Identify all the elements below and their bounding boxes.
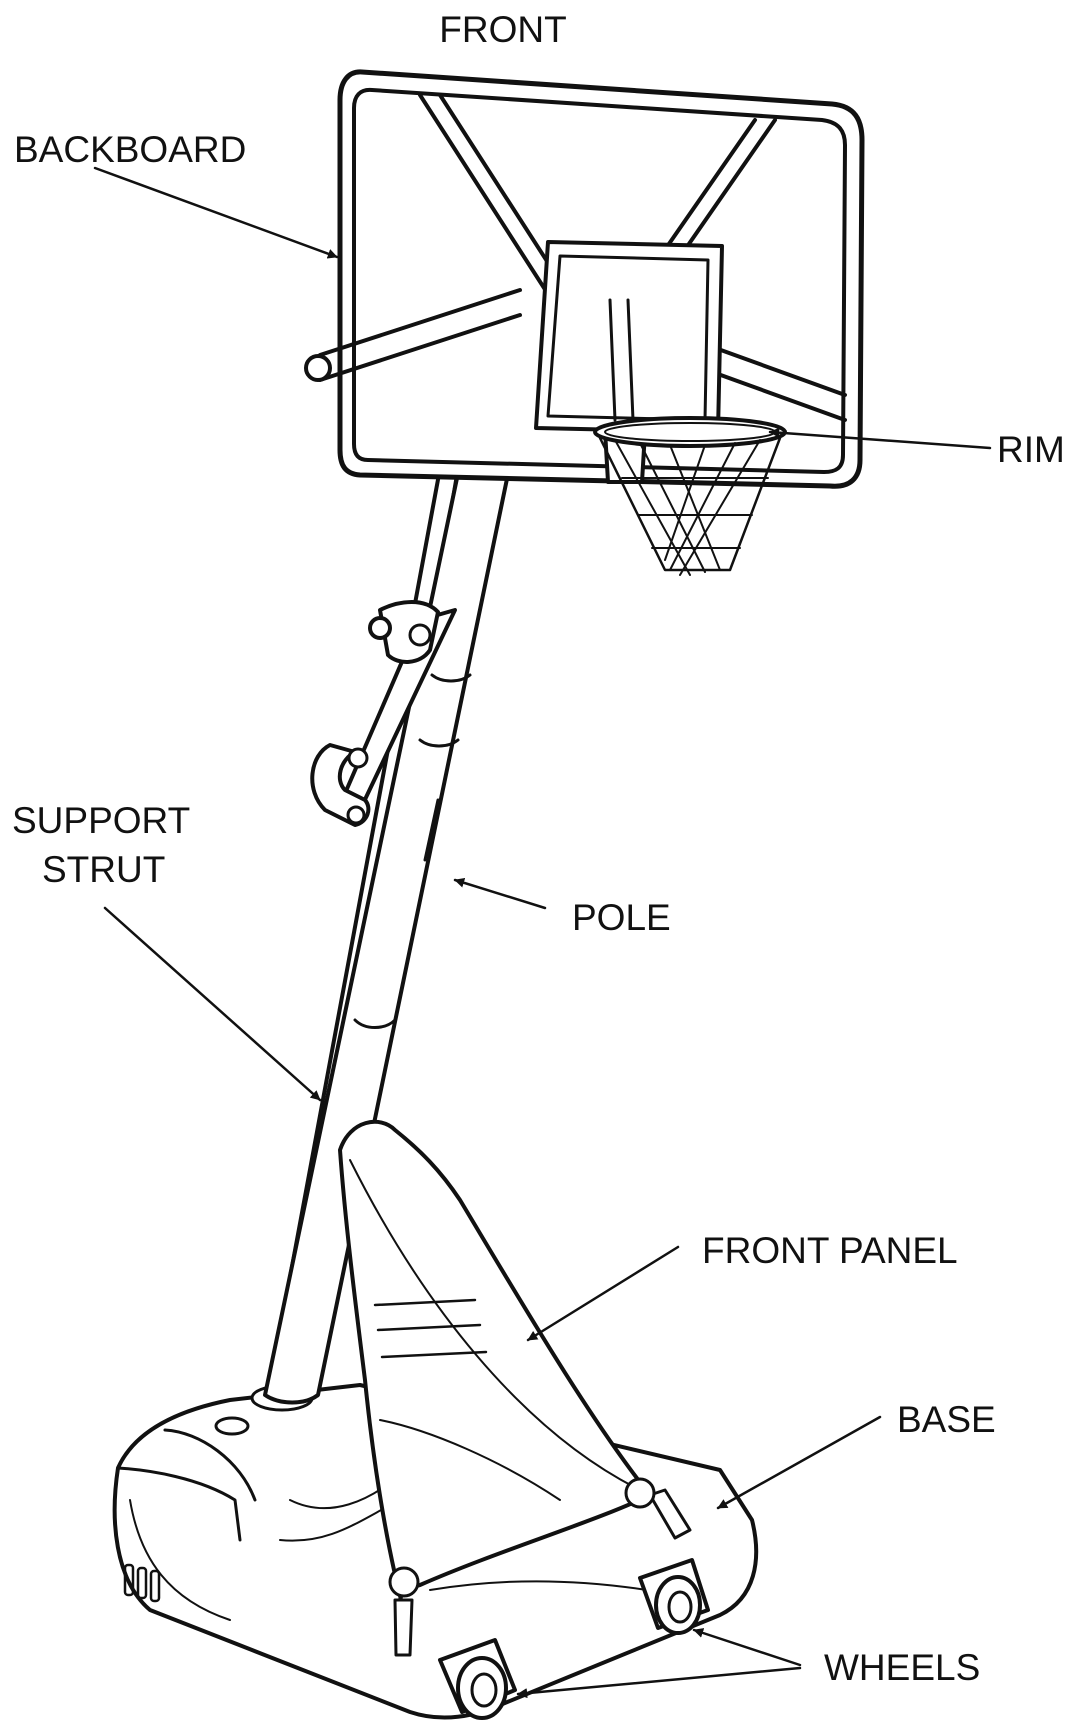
- backboard-callout-arrow: [93, 166, 339, 259]
- diagram-title: FRONT: [439, 9, 566, 50]
- backboard-label: BACKBOARD: [14, 129, 246, 170]
- backboard-illustration: [304, 69, 865, 489]
- wheels-callout-arrow-front: [516, 1666, 802, 1699]
- rim-illustration: [593, 416, 787, 576]
- wheels-label: WHEELS: [824, 1647, 980, 1688]
- pole-illustration: [263, 438, 517, 1405]
- wheels-callout-arrow-rear: [692, 1628, 802, 1667]
- front-panel-label: FRONT PANEL: [702, 1230, 958, 1271]
- pole-callout-arrow: [453, 877, 547, 910]
- front-panel-callout-arrow: [526, 1245, 680, 1342]
- height-adjuster: [310, 600, 457, 827]
- pole-label: POLE: [572, 897, 671, 938]
- support-strut-label-line2: STRUT: [42, 849, 165, 890]
- support-strut-callout-arrow: [103, 906, 322, 1102]
- rim-callout-arrow: [768, 427, 992, 450]
- front-panel-illustration: [338, 1119, 692, 1657]
- base-label: BASE: [897, 1399, 996, 1440]
- wheel-rear: [638, 1558, 710, 1635]
- rim-label: RIM: [997, 429, 1065, 470]
- callout-lines: [93, 166, 992, 1699]
- support-strut-label-line1: SUPPORT: [12, 800, 190, 841]
- wheel-front: [438, 1638, 517, 1720]
- base-callout-arrow: [716, 1415, 882, 1510]
